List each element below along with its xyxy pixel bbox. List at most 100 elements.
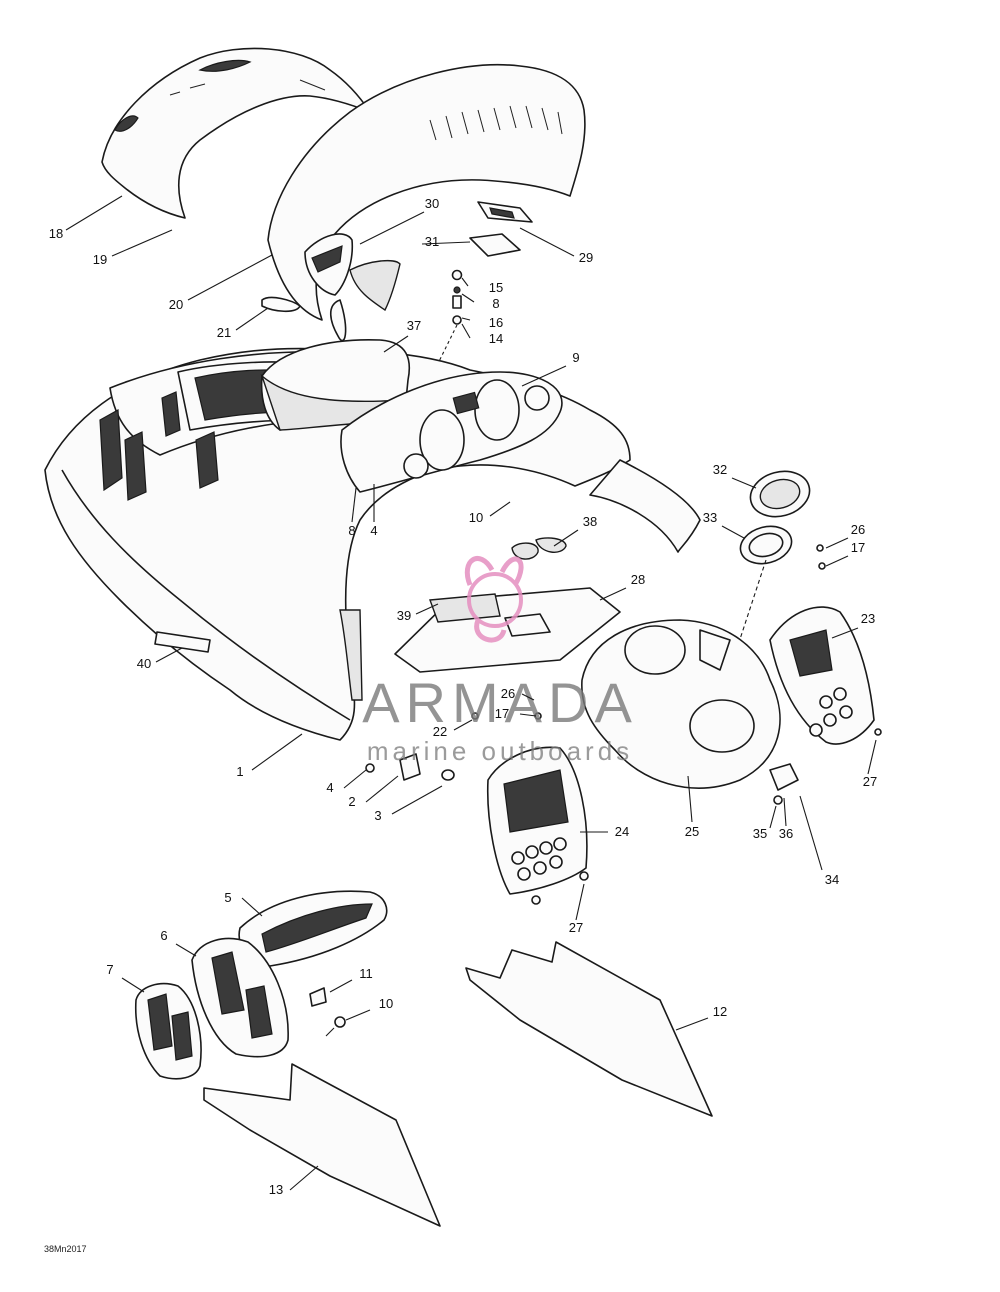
leader-line-c40 (155, 647, 183, 663)
part-25-console (581, 619, 781, 789)
leader-line-c17b (519, 713, 537, 717)
leader-line-c32 (731, 477, 757, 489)
callout-label-c2: 2 (348, 794, 355, 809)
leader-line-c3 (391, 785, 443, 815)
part-12-panel (465, 941, 713, 1117)
callout-label-c16: 16 (489, 315, 503, 330)
callout-label-c37: 37 (407, 318, 421, 333)
reference-code: 38Mn2017 (44, 1244, 87, 1254)
callout-label-c29: 29 (579, 250, 593, 265)
part-32-ring (749, 470, 811, 518)
leader-line-c5 (241, 897, 263, 917)
leader-line-c10b (345, 1009, 371, 1021)
leader-line-c15 (461, 277, 469, 287)
leader-line-c25 (687, 775, 693, 823)
leader-line-c12 (675, 1017, 709, 1031)
part-40-strip (154, 631, 211, 653)
part-33-gasket (739, 525, 793, 565)
callout-label-c6: 6 (160, 928, 167, 943)
leader-line-c8a (461, 293, 475, 303)
callout-label-c33: 33 (703, 510, 717, 525)
watermark-logo (464, 556, 524, 643)
leader-line-c4b (343, 769, 367, 789)
part-21-badge (261, 296, 301, 313)
leader-line-c14 (461, 323, 471, 339)
callout-label-c8a: 8 (492, 296, 499, 311)
callout-label-c12: 12 (713, 1004, 727, 1019)
leader-line-c1 (251, 733, 303, 771)
leader-line-c34 (799, 795, 823, 871)
leader-line-c13 (289, 1165, 319, 1191)
leader-line-c23 (831, 627, 859, 639)
callout-label-c23: 23 (861, 611, 875, 626)
leader-line-c17a (825, 555, 849, 567)
watermark-brand: ARMADA (362, 671, 638, 734)
leader-line-c30 (359, 211, 425, 245)
callout-label-c26b: 26 (501, 686, 515, 701)
callout-label-c30: 30 (425, 196, 439, 211)
part-30-bracket (304, 233, 401, 312)
callout-label-c17a: 17 (851, 540, 865, 555)
callout-label-c17b: 17 (495, 706, 509, 721)
fastener-11-10 (309, 987, 346, 1037)
callout-label-c25: 25 (685, 824, 699, 839)
callout-label-c35: 35 (753, 826, 767, 841)
leader-line-c33 (721, 525, 745, 539)
leader-line-c27a (867, 739, 877, 775)
leader-line-c11 (329, 979, 353, 993)
part-20-windshield (267, 63, 586, 342)
part-38-cover (511, 537, 567, 560)
part-28-tray (394, 587, 621, 673)
callout-label-c31: 31 (425, 234, 439, 249)
part-18-front-cap (101, 47, 371, 219)
callout-label-c22: 22 (433, 724, 447, 739)
callout-label-c27a: 27 (863, 774, 877, 789)
part-7-grille (134, 982, 202, 1080)
callout-label-c32: 32 (713, 462, 727, 477)
callout-label-c24: 24 (615, 824, 629, 839)
leader-line-c36 (783, 797, 787, 827)
callout-label-c10a: 10 (469, 510, 483, 525)
hood-hardware (365, 544, 882, 905)
part-9-instrument-bezel (340, 371, 563, 493)
leader-line-c16 (461, 317, 471, 321)
part-6-grille (191, 937, 289, 1058)
leader-line-c38 (553, 529, 579, 547)
leader-line-c26b (521, 693, 535, 701)
callout-label-c8b: 8 (348, 523, 355, 538)
leader-line-c39 (415, 603, 439, 615)
callout-label-c27b: 27 (569, 920, 583, 935)
part-36-clip (769, 763, 799, 805)
callout-label-c14: 14 (489, 331, 503, 346)
callout-label-c20: 20 (169, 297, 183, 312)
callout-label-c39: 39 (397, 608, 411, 623)
leader-line-c27b (575, 883, 585, 921)
leader-line-c6 (175, 943, 197, 957)
leader-line-c21 (235, 307, 269, 331)
part-13-panel (203, 1063, 441, 1227)
callout-label-c4a: 4 (370, 523, 377, 538)
callout-label-c1: 1 (236, 764, 243, 779)
callout-label-c13: 13 (269, 1182, 283, 1197)
leader-line-c37 (383, 335, 409, 353)
leader-line-c19 (111, 229, 173, 257)
callout-label-c9: 9 (572, 350, 579, 365)
leader-line-c7 (121, 977, 145, 993)
part-29-vent-clip (477, 201, 533, 223)
part-23-right-panel (769, 606, 875, 745)
leader-line-c22 (453, 719, 473, 731)
callout-label-c34: 34 (825, 872, 839, 887)
callout-label-c40: 40 (137, 656, 151, 671)
callout-label-c15: 15 (489, 280, 503, 295)
callout-label-c5: 5 (224, 890, 231, 905)
callout-label-c18: 18 (49, 226, 63, 241)
leader-line-c20 (187, 254, 273, 301)
callout-label-c26a: 26 (851, 522, 865, 537)
callout-label-c7: 7 (106, 962, 113, 977)
watermark-tagline: marine outboards (367, 736, 633, 766)
leader-line-c2 (365, 775, 399, 803)
part-24-left-panel (486, 746, 588, 895)
callout-label-c38: 38 (583, 514, 597, 529)
